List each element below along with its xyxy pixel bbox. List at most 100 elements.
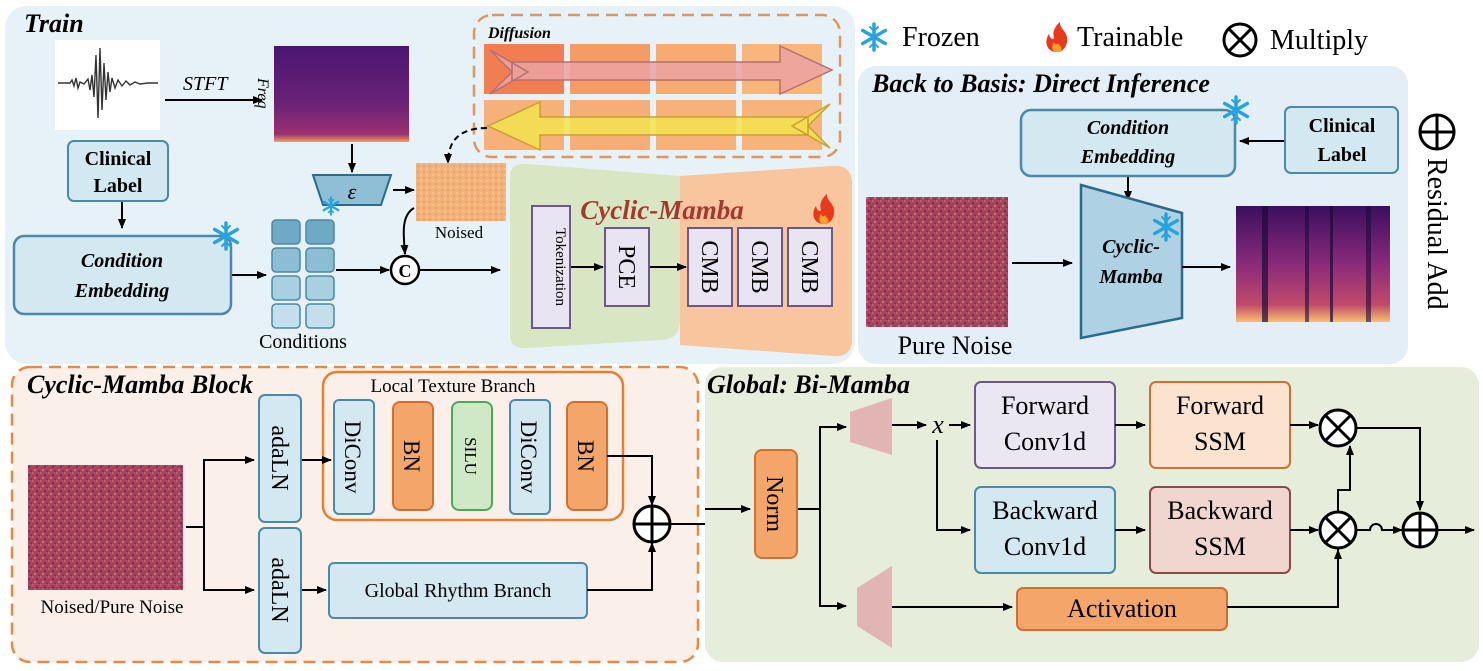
- norm-to-proj-top-arrow: [798, 423, 847, 510]
- local-texture-branch-label: Local Texture Branch: [370, 376, 536, 397]
- projection-top-shape: [850, 398, 892, 455]
- cmb-block-title: Cyclic-Mamba Block: [27, 370, 253, 399]
- inference-condition-embedding-line1: Condition: [1087, 117, 1169, 139]
- forward-ssm-line2: SSM: [1194, 427, 1246, 456]
- norm-label: Norm: [761, 476, 787, 532]
- activation-box: [1016, 587, 1228, 631]
- cyclic-mamba-model: Cyclic-Mamba Tokenization PCE CMB CMB CM…: [510, 163, 852, 357]
- legend-frozen-label: Frozen: [902, 22, 980, 53]
- cmb-box-2: [737, 227, 783, 307]
- input-to-adaln-bottom-arrow: [203, 527, 255, 594]
- activation-label: Activation: [1067, 594, 1177, 623]
- diffusion-forward-arrow: [489, 44, 834, 96]
- train-clinical-label-box: [67, 140, 169, 202]
- diffusion-label: Diffusion: [487, 25, 551, 42]
- bimamba-panel: Global: Bi-Mamba Norm x Forward Conv1d F…: [705, 367, 1479, 662]
- noised-to-concat-arrow: [400, 207, 415, 255]
- global-rhythm-branch-label: Global Rhythm Branch: [365, 580, 552, 602]
- diffusion-to-noised-arrow: [444, 127, 488, 164]
- ecg-signal-thumbnail: [55, 40, 160, 130]
- pce-box: [604, 227, 650, 307]
- residual-add-icon: [1418, 113, 1456, 151]
- inference-condition-embedding-box: [1019, 108, 1237, 178]
- forward-ssm-line1: Forward: [1176, 391, 1264, 420]
- inference-condition-embedding-line2: Embedding: [1080, 146, 1175, 168]
- pce-label: PCE: [613, 245, 639, 289]
- backward-multiply-operator: [1318, 510, 1358, 550]
- pure-noise-label: Pure Noise: [898, 331, 1013, 360]
- inference-model-shape: [1079, 183, 1184, 340]
- spectrogram-thumbnail: [274, 46, 409, 142]
- diffusion-reverse-arrow: [486, 100, 831, 152]
- train-clinical-label-line2: Label: [94, 175, 143, 197]
- vae-encoder-shape: [311, 174, 393, 206]
- adaln-top-box: [258, 394, 302, 523]
- diconv-2-box: [509, 399, 551, 515]
- noised-label: Noised: [435, 223, 484, 242]
- global-to-add-arrow: [587, 542, 656, 591]
- train-title: Train: [24, 9, 84, 38]
- silu-box: [451, 401, 493, 511]
- bn-2-label: BN: [573, 440, 598, 472]
- tokenization-label: Tokenization: [552, 228, 568, 307]
- stft-label: STFT: [183, 73, 229, 95]
- freq-axis-label: Freq: [254, 77, 271, 109]
- forward-conv-line2: Conv1d: [1004, 427, 1086, 456]
- train-condition-embedding-line2: Embedding: [74, 280, 169, 302]
- diffusion-illustration: Diffusion: [472, 13, 842, 159]
- input-to-adaln-top-arrow: [186, 456, 255, 528]
- legend-trainable-label: Trainable: [1077, 22, 1183, 53]
- projection-bottom-shape: [857, 566, 892, 648]
- bimamba-title: Global: Bi-Mamba: [707, 370, 910, 399]
- x-label: x: [931, 410, 944, 439]
- cmb-label-1: CMB: [696, 240, 722, 293]
- tokenization-box: [531, 205, 571, 329]
- inference-clinical-label-line2: Label: [1318, 144, 1367, 166]
- legend-residual-add-label: Residual Add: [1421, 158, 1452, 310]
- cmb-box-3: [787, 227, 833, 307]
- diconv-1-box: [333, 399, 375, 515]
- cmb-residual-add: [632, 504, 672, 544]
- train-clinical-label-line1: Clinical: [85, 148, 152, 170]
- cmb-input-thumbnail: [28, 465, 183, 590]
- conditions-label: Conditions: [259, 331, 347, 353]
- bimamba-residual-add: [1401, 511, 1439, 549]
- multiply-icon: [1222, 22, 1258, 58]
- inference-title: Back to Basis: Direct Inference: [871, 69, 1210, 98]
- conditions-tokens: [271, 219, 335, 329]
- forward-multiply-operator: [1318, 408, 1358, 448]
- norm-box: [754, 449, 798, 559]
- cmb-block-panel: Cyclic-Mamba Block Noised/Pure Noise ada…: [10, 365, 705, 664]
- forward-conv-line1: Forward: [1001, 391, 1089, 420]
- inference-clinical-label-line1: Clinical: [1309, 115, 1376, 137]
- backward-conv-line1: Backward: [992, 496, 1097, 525]
- diconv-2-label: DiConv: [516, 421, 541, 494]
- cmb-box-1: [687, 227, 733, 307]
- cyclic-mamba-title: Cyclic-Mamba: [580, 195, 743, 225]
- inference-model-line1: Cyclic-: [1102, 236, 1160, 258]
- pure-noise-thumbnail: [866, 197, 1008, 327]
- bn-1-box: [392, 401, 434, 511]
- generated-spectrogram: [1236, 206, 1390, 322]
- legend: Frozen Trainable Multiply Residual Add: [860, 22, 1456, 310]
- inference-clinical-label-box: [1284, 106, 1399, 174]
- train-condition-embedding-line1: Condition: [81, 250, 163, 272]
- inference-model-line2: Mamba: [1098, 266, 1162, 288]
- train-panel: Train STFT Freq Diffusion: [5, 6, 855, 364]
- local-to-add-arrow: [607, 455, 656, 506]
- adaln-top-label: adaLN: [266, 425, 292, 490]
- backward-ssm-line2: SSM: [1194, 532, 1246, 561]
- x-to-backward-conv-arrow: [936, 440, 971, 534]
- frozen-snowflake-icon: [860, 22, 888, 52]
- concat-operator: [389, 254, 421, 286]
- noised-latent-thumbnail: [416, 163, 506, 221]
- cmb-input-label: Noised/Pure Noise: [40, 597, 183, 618]
- inference-panel: Back to Basis: Direct Inference Conditio…: [858, 66, 1408, 364]
- trainable-fire-icon: [1046, 22, 1068, 52]
- backward-ssm-line1: Backward: [1167, 496, 1272, 525]
- adaln-bottom-box: [258, 527, 302, 654]
- cmb-label-2: CMB: [746, 240, 772, 293]
- forward-to-add-arrow: [1356, 427, 1424, 511]
- silu-label: SILU: [461, 437, 480, 475]
